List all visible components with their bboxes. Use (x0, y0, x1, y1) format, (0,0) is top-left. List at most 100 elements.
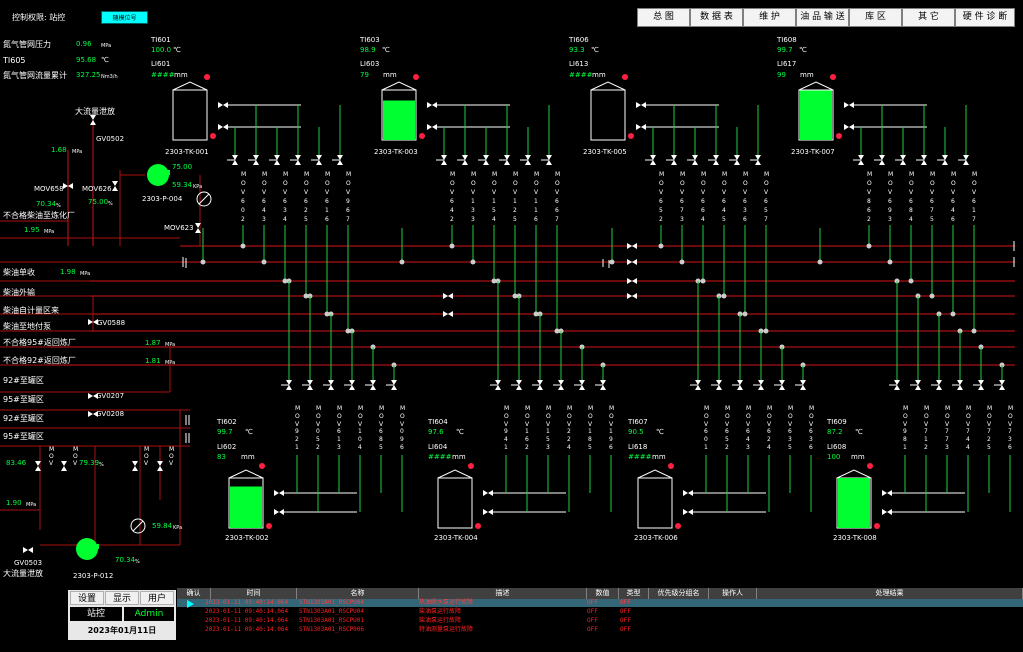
branch-valve[interactable] (525, 155, 531, 165)
col-priority[interactable]: 优先级分组名 (649, 588, 709, 599)
header-valve[interactable] (627, 278, 637, 284)
branch-valve[interactable] (253, 155, 259, 165)
nav-oil-transfer[interactable]: 油 品 输 送 (796, 8, 849, 27)
tank-outlet-valve[interactable] (683, 509, 693, 515)
branch-valve[interactable] (441, 155, 447, 165)
branch-valve[interactable] (537, 380, 543, 390)
branch-valve[interactable] (879, 155, 885, 165)
col-ack[interactable]: 确认 (177, 588, 211, 599)
header-valve[interactable] (627, 293, 637, 299)
tank-inlet-valve[interactable] (683, 490, 693, 496)
col-value[interactable]: 数值 (587, 588, 619, 599)
mov623-valve[interactable] (195, 223, 201, 233)
branch-valve[interactable] (579, 380, 585, 390)
branch-valve[interactable] (999, 380, 1005, 390)
2303-TK-001-tank-icon[interactable] (172, 81, 208, 141)
branch-valve[interactable] (295, 155, 301, 165)
left-area-valve[interactable] (35, 461, 41, 471)
tank-outlet-valve[interactable] (882, 509, 892, 515)
branch-valve[interactable] (558, 380, 564, 390)
branch-valve[interactable] (755, 155, 761, 165)
col-result[interactable]: 处理结果 (757, 588, 1023, 599)
col-operator[interactable]: 操作人 (709, 588, 757, 599)
tank-outlet-valve[interactable] (218, 124, 228, 130)
branch-valve[interactable] (800, 380, 806, 390)
2303-TK-002-tank-icon[interactable] (228, 469, 264, 529)
gv0588-valve[interactable] (88, 319, 98, 325)
tank-outlet-valve[interactable] (844, 124, 854, 130)
branch-valve[interactable] (600, 380, 606, 390)
branch-valve[interactable] (337, 155, 343, 165)
user-button[interactable]: 用户 (140, 591, 174, 605)
branch-valve[interactable] (391, 380, 397, 390)
tank-inlet-valve[interactable] (483, 490, 493, 496)
nav-hardware-diagnosis[interactable]: 硬 件 诊 断 (955, 8, 1015, 27)
gv0207-valve[interactable] (88, 393, 98, 399)
tank-inlet-valve[interactable] (427, 102, 437, 108)
branch-valve[interactable] (495, 380, 501, 390)
tank-inlet-valve[interactable] (218, 102, 228, 108)
display-button[interactable]: 显示 (105, 591, 139, 605)
branch-valve[interactable] (737, 380, 743, 390)
branch-valve[interactable] (963, 155, 969, 165)
branch-valve[interactable] (349, 380, 355, 390)
tank-outlet-valve[interactable] (483, 509, 493, 515)
nav-maintenance[interactable]: 维 护 (743, 8, 796, 27)
branch-valve[interactable] (695, 380, 701, 390)
branch-valve[interactable] (370, 380, 376, 390)
tank-outlet-valve[interactable] (274, 509, 284, 515)
branch-valve[interactable] (734, 155, 740, 165)
2303-TK-007-tank-icon[interactable] (798, 81, 834, 141)
col-desc[interactable]: 描述 (419, 588, 587, 599)
2303-TK-004-tank-icon[interactable] (437, 469, 473, 529)
settings-button[interactable]: 设置 (70, 591, 104, 605)
branch-valve[interactable] (650, 155, 656, 165)
branch-valve[interactable] (516, 380, 522, 390)
mov626-valve[interactable] (112, 181, 118, 191)
branch-valve[interactable] (307, 380, 313, 390)
branch-valve[interactable] (978, 380, 984, 390)
gv0503-valve[interactable] (23, 547, 33, 553)
header-valve[interactable] (443, 311, 453, 317)
branch-valve[interactable] (286, 380, 292, 390)
branch-valve[interactable] (462, 155, 468, 165)
left-area-valve[interactable] (157, 461, 163, 471)
branch-valve[interactable] (936, 380, 942, 390)
2303-TK-008-tank-icon[interactable] (836, 469, 872, 529)
nav-data-table[interactable]: 数 据 表 (690, 8, 743, 27)
col-type[interactable]: 类型 (619, 588, 649, 599)
2303-TK-003-tank-icon[interactable] (381, 81, 417, 141)
branch-valve[interactable] (483, 155, 489, 165)
header-valve[interactable] (443, 293, 453, 299)
branch-valve[interactable] (957, 380, 963, 390)
branch-valve[interactable] (779, 380, 785, 390)
tank-outlet-valve[interactable] (427, 124, 437, 130)
nav-tank-area[interactable]: 库 区 (849, 8, 902, 27)
branch-valve[interactable] (274, 155, 280, 165)
branch-valve[interactable] (316, 155, 322, 165)
mov658-valve[interactable] (63, 183, 73, 189)
tank-outlet-valve[interactable] (636, 124, 646, 130)
branch-valve[interactable] (915, 380, 921, 390)
gv0208-valve[interactable] (88, 411, 98, 417)
branch-valve[interactable] (716, 380, 722, 390)
branch-valve[interactable] (713, 155, 719, 165)
branch-valve[interactable] (671, 155, 677, 165)
tank-inlet-valve[interactable] (274, 490, 284, 496)
branch-valve[interactable] (900, 155, 906, 165)
col-name[interactable]: 名称 (297, 588, 419, 599)
branch-valve[interactable] (894, 380, 900, 390)
branch-valve[interactable] (546, 155, 552, 165)
left-area-valve[interactable] (132, 461, 138, 471)
header-valve[interactable] (627, 259, 637, 265)
mode-button[interactable]: 随模位号 (101, 11, 148, 24)
branch-valve[interactable] (758, 380, 764, 390)
col-time[interactable]: 时间 (211, 588, 297, 599)
nav-overview[interactable]: 总 图 (637, 8, 690, 27)
tank-inlet-valve[interactable] (844, 102, 854, 108)
2303-TK-005-tank-icon[interactable] (590, 81, 626, 141)
